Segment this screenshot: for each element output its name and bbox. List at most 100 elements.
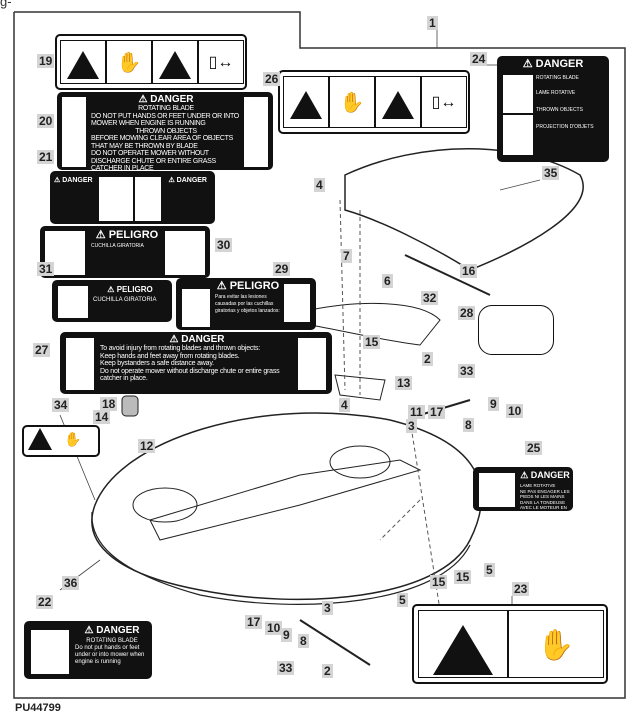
callout-20: 20 — [37, 114, 55, 128]
thrown-objects-icon — [159, 51, 191, 79]
decal-text: Do not operate mower without discharge c… — [100, 367, 280, 383]
callout-33: 33 — [458, 364, 476, 378]
decal-heading: ⚠ DANGER — [84, 625, 140, 636]
decal-24-danger: ⚠ DANGER ROTATING BLADE LAME ROTATIVE TH… — [497, 56, 609, 162]
callout-2: 2 — [422, 352, 433, 366]
decal-29-peligro: ⚠ PELIGRO Para evitar las lesiones causa… — [176, 278, 316, 330]
thrown-objects-icon — [243, 96, 269, 168]
decal-heading: ⚠ PELIGRO — [107, 285, 153, 294]
thrown-objects-icon — [502, 114, 534, 156]
decal-22-danger: ⚠ DANGER ROTATING BLADE Do not put hands… — [24, 621, 152, 679]
callout-21: 21 — [37, 150, 55, 164]
callout-15: 15 — [363, 335, 381, 349]
decal-heading: ⚠ DANGER — [520, 470, 570, 480]
warning-triangle-icon — [433, 625, 493, 675]
decal-heading: ⚠ DANGER — [169, 334, 225, 345]
thrown-objects-icon — [297, 337, 327, 391]
rod-8-lower — [299, 619, 371, 666]
callout-25: 25 — [525, 441, 543, 455]
hand-blade-icon: ✋ — [106, 40, 152, 84]
callout-3: 3 — [406, 419, 417, 433]
belt-cover — [149, 459, 422, 541]
callout-15: 15 — [454, 570, 472, 584]
callout-31: 31 — [37, 262, 55, 276]
thrown-objects-icon — [283, 283, 311, 323]
decal-text: To avoid injury from rotating blades and… — [100, 345, 261, 352]
spindle-left — [132, 487, 198, 523]
decal-25-danger: ⚠ DANGER LAME ROTATIVE NE PAS ENGAGER LE… — [473, 467, 573, 511]
callout-35: 35 — [542, 166, 560, 180]
callout-16: 16 — [460, 264, 478, 278]
callout-14: 14 — [93, 410, 111, 424]
pin-18 — [121, 395, 139, 417]
callout-24: 24 — [470, 52, 488, 66]
figure-frame — [13, 11, 626, 699]
warning-triangle-icon — [290, 91, 322, 119]
hand-blade-icon: ✋ — [64, 431, 82, 447]
callout-8: 8 — [463, 418, 474, 432]
decal-text: Keep bystanders a safe distance away. — [100, 360, 214, 367]
hand-blade-icon: ✋ — [329, 76, 375, 128]
callout-36: 36 — [62, 576, 80, 590]
callout-34: 34 — [52, 398, 70, 412]
callout-15: 15 — [430, 575, 448, 589]
decal-heading: ⚠ DANGER — [138, 94, 194, 105]
decal-text: Para evitar las lesiones causadas por la… — [215, 294, 280, 314]
decal-text: NE PAS ENGAGER LES PIEDS NI LES MAINS DA… — [520, 488, 570, 510]
callout-22: 22 — [36, 595, 54, 609]
callout-32: 32 — [421, 291, 439, 305]
callout-17: 17 — [428, 405, 446, 419]
callout-18: 18 — [100, 397, 118, 411]
callout-10: 10 — [506, 404, 524, 418]
decal-text: Do not put hands or feet under or into m… — [75, 645, 145, 665]
decal-31-peligro: ⚠ PELIGRO CUCHILLA GIRATORIA — [52, 280, 172, 322]
discharge-chute — [344, 148, 584, 271]
decal-text: ROTATING BLADE — [138, 105, 194, 112]
blade-hand-icon — [57, 285, 89, 319]
decal-text: BEFORE MOWING CLEAR AREA OF OBJECTS THAT… — [91, 135, 233, 150]
callout-30: 30 — [215, 238, 233, 252]
blade-hand-icon — [61, 96, 87, 168]
callout-4: 4 — [314, 178, 325, 192]
figure-tag: g- — [0, 0, 12, 9]
callout-6: 6 — [382, 274, 393, 288]
decal-text: LAME ROTATIVE — [520, 483, 556, 488]
callout-5: 5 — [397, 593, 408, 607]
callout-4: 4 — [339, 398, 350, 412]
blade-hand-icon — [478, 472, 516, 508]
decal-heading: ⚠ DANGER — [522, 58, 584, 70]
decal-heading: ⚠ DANGER — [168, 177, 207, 184]
decal-text: THROWN OBJECTS — [135, 127, 197, 135]
decal-28-inset — [478, 305, 554, 355]
callout-3: 3 — [322, 601, 333, 615]
warning-triangle-icon — [28, 428, 52, 450]
callout-9: 9 — [281, 628, 292, 642]
callout-26: 26 — [263, 72, 281, 86]
callout-10: 10 — [265, 621, 283, 635]
decal-21-danger-bilingual: ⚠ DANGER ⚠ DANGER — [50, 171, 215, 224]
blade-hand-icon — [65, 337, 95, 391]
decal-23-pictogram: ✋ — [412, 604, 608, 684]
decal-text: PROJECTION D'OBJETS — [536, 124, 594, 130]
rod-16 — [404, 254, 491, 296]
decal-text: Keep hands and feet away from rotating b… — [100, 352, 240, 360]
figure-id: PU44799 — [15, 702, 61, 714]
decal-27-danger: ⚠ DANGER To avoid injury from rotating b… — [60, 332, 332, 394]
decal-text: LAME ROTATIVE — [536, 90, 576, 96]
decal-text: ROTATING BLADE — [536, 75, 579, 81]
callout-33: 33 — [277, 661, 295, 675]
callout-7: 7 — [341, 249, 352, 263]
callout-17: 17 — [245, 615, 263, 629]
decal-30-peligro: ⚠ PELIGRO CUCHILLA GIRATORIA — [40, 226, 210, 278]
decal-20-danger: ⚠ DANGER ROTATING BLADE DO NOT PUT HANDS… — [57, 92, 273, 172]
decal-34-pictogram: ✋ — [22, 425, 100, 457]
deck-skirt — [91, 511, 471, 605]
decal-text: CUCHILLA GIRATORIA — [91, 243, 144, 249]
callout-11: 11 — [408, 405, 425, 419]
blade-hand-icon — [98, 176, 134, 222]
callout-27: 27 — [33, 343, 51, 357]
decal-19-pictogram: ✋ ▯↔🚶 — [55, 34, 247, 90]
callout-19: 19 — [37, 54, 55, 68]
